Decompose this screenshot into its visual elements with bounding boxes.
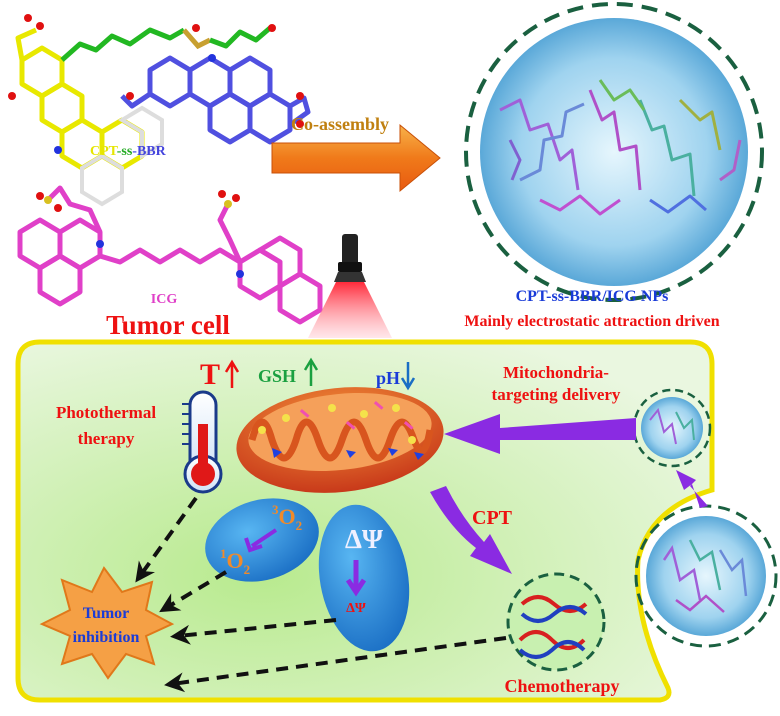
- ph-down-arrow: [400, 362, 416, 391]
- dna-nucleus: [506, 572, 606, 672]
- inhibition-pathways: [135, 496, 507, 693]
- chemotherapy-label: Chemotherapy: [505, 676, 620, 696]
- nanoparticle-large: [464, 2, 764, 302]
- mitochondrion-icon: [236, 387, 444, 493]
- photothermal-label-2: therapy: [78, 429, 135, 448]
- mito-targeting-label-1: Mitochondria-: [503, 363, 609, 382]
- temperature-up-arrow: [224, 359, 240, 388]
- flashlight-icon: [308, 234, 392, 338]
- tumor-inhibition-label-1: Tumor: [83, 605, 130, 622]
- potential-to-inhibition-arrow: [170, 618, 337, 645]
- driving-force-label: Mainly electrostatic attraction driven: [464, 313, 719, 330]
- temperature-label: T: [200, 358, 220, 391]
- delta-psi-drop-arrow: [345, 560, 367, 597]
- tumor-inhibition-star: [39, 566, 175, 680]
- thermal-to-inhibition-arrow: [135, 496, 198, 583]
- tumor-cell-title: Tumor cell: [106, 310, 230, 340]
- nanoparticle-label: CPT-ss-BBR/ICG NPs: [516, 288, 669, 305]
- delta-psi-label: ΔΨ: [345, 524, 383, 554]
- mito-targeting-label-2: targeting delivery: [492, 385, 621, 404]
- mito-targeting-arrow: [444, 414, 636, 454]
- conjugate-label: CPT-ss-BBR: [90, 144, 167, 159]
- tumor-inhibition-label-2: inhibition: [73, 629, 140, 646]
- oxygen-conversion-arrow: [244, 528, 278, 553]
- internalization-arrow: [676, 470, 708, 508]
- icg-label: ICG: [151, 292, 178, 307]
- cpt-release-arrow: [430, 486, 512, 574]
- gsh-label: GSH: [258, 366, 296, 386]
- membrane-potential-oval: [318, 504, 410, 652]
- delta-psi-small-label: ΔΨ: [346, 601, 366, 616]
- singlet-oxygen-label: 1O2: [220, 546, 250, 577]
- icg-molecule: [17, 185, 323, 325]
- coassembly-arrow: [271, 123, 441, 193]
- ph-label: pH: [376, 368, 400, 388]
- gsh-up-arrow: [303, 357, 319, 386]
- cpt-part: CPT: [90, 144, 119, 159]
- bbr-part: BBR: [137, 144, 167, 159]
- triplet-oxygen-label: 3O2: [272, 502, 302, 533]
- cpt-ss-bbr-molecule: [8, 14, 311, 207]
- cpt-release-label: CPT: [472, 507, 513, 529]
- ss-part: ss: [121, 144, 132, 159]
- photothermal-label-1: Photothermal: [56, 403, 156, 422]
- coassembly-label: Co-assembly: [291, 114, 389, 134]
- thermometer-icon: [182, 390, 223, 494]
- chemo-to-inhibition-arrow: [164, 636, 507, 693]
- nanoparticle-entering: [634, 504, 778, 648]
- oxygen-to-inhibition-arrow: [159, 570, 228, 613]
